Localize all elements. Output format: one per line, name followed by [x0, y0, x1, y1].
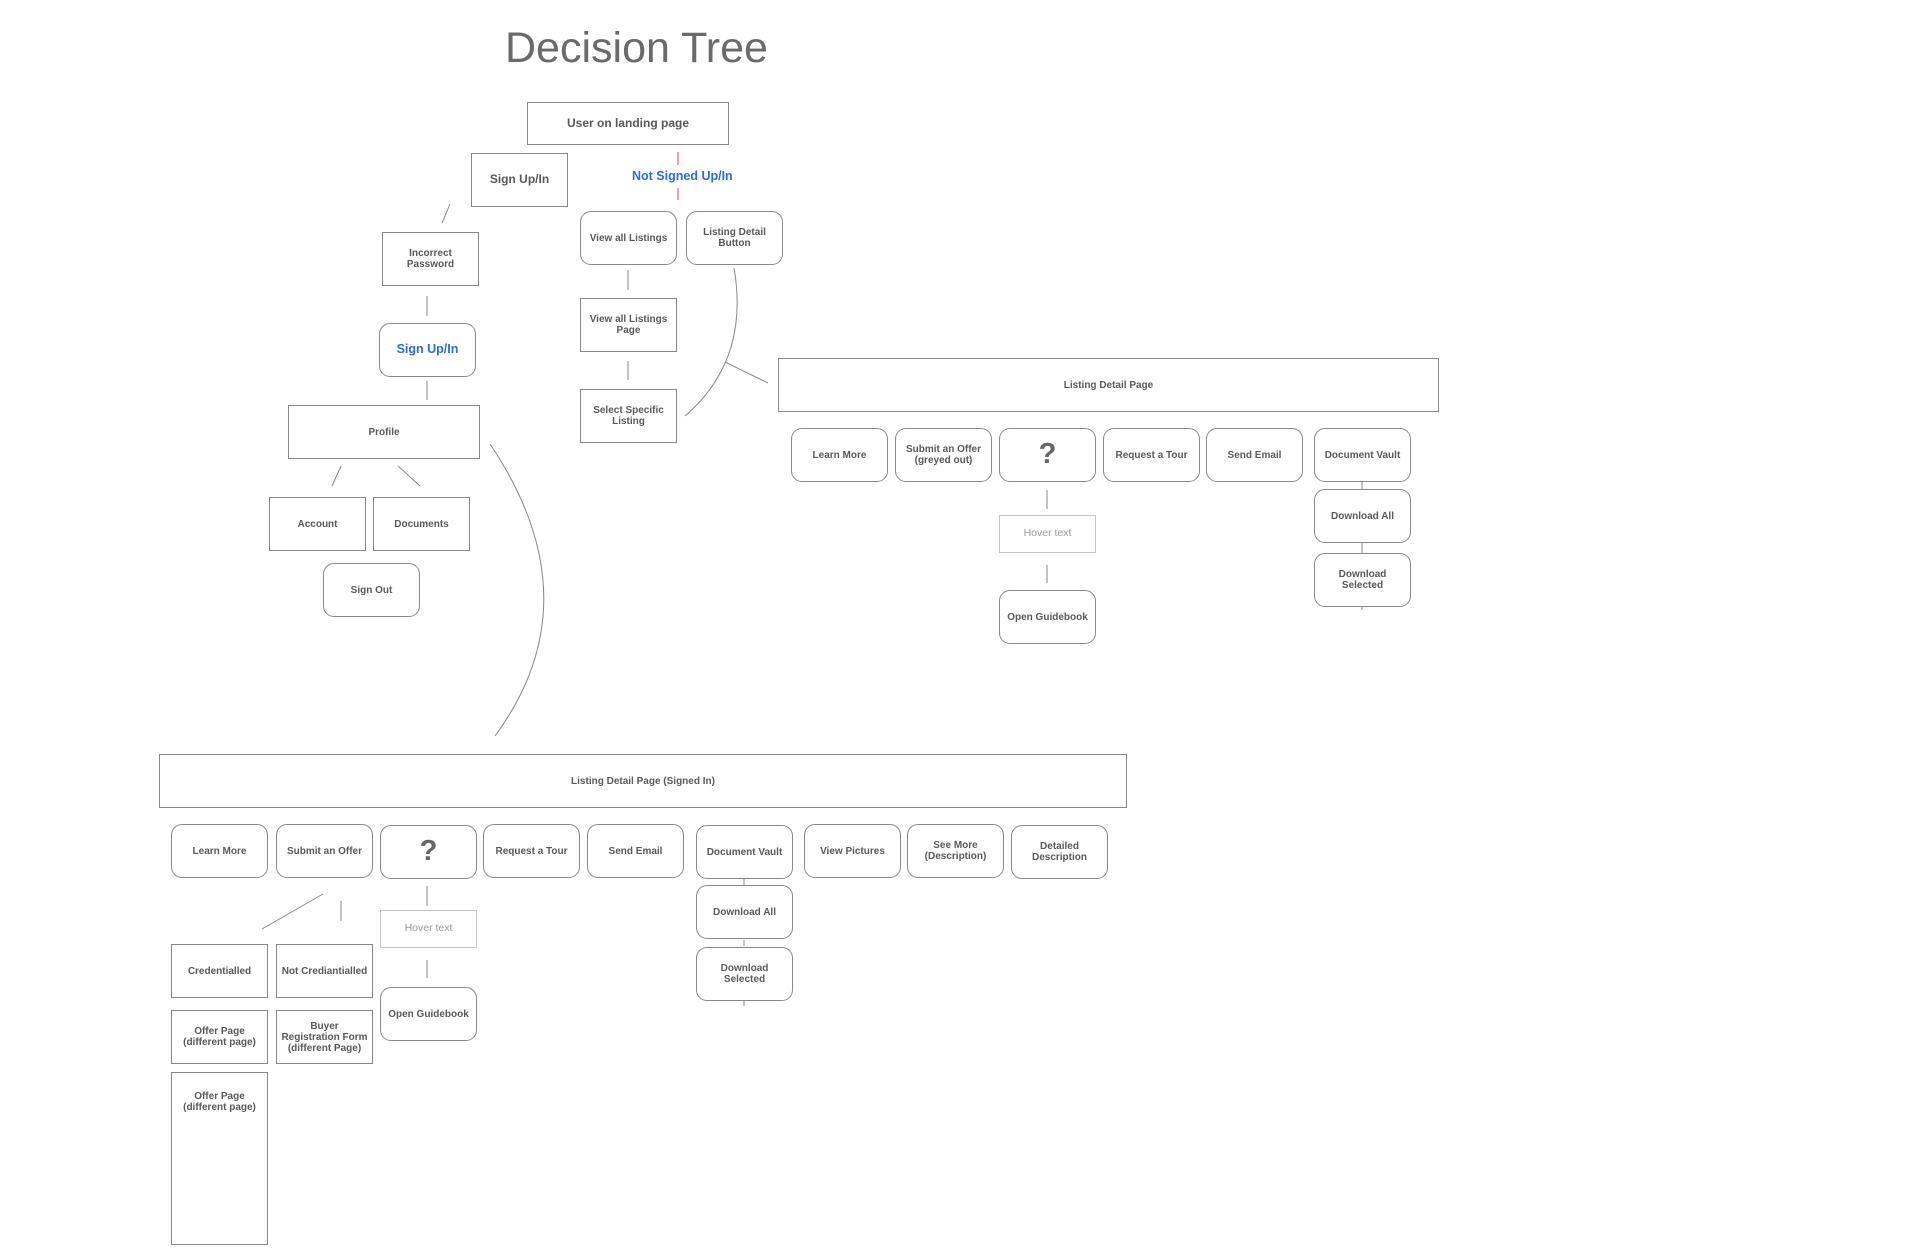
node-ld-submit-offer: Submit an Offer (greyed out) [895, 428, 992, 482]
node-sign-out: Sign Out [323, 563, 420, 617]
node-select-specific-listing: Select Specific Listing [580, 389, 677, 443]
node-si-question: ? [380, 825, 477, 879]
node-si-submit-offer: Submit an Offer [276, 824, 373, 878]
node-view-all-listings-page: View all Listings Page [580, 298, 677, 352]
node-si-request-tour: Request a Tour [483, 824, 580, 878]
node-si-learn-more: Learn More [171, 824, 268, 878]
node-view-all-listings: View all Listings [580, 211, 677, 265]
label-not-signed-up-in: Not Signed Up/In [632, 169, 733, 183]
node-si-send-email: Send Email [587, 824, 684, 878]
node-profile: Profile [288, 405, 480, 459]
node-si-hover-text: Hover text [380, 910, 477, 948]
node-ld-hover-text: Hover text [999, 515, 1096, 553]
node-si-download-selected: Download Selected [696, 947, 793, 1001]
node-ld-question: ? [999, 428, 1096, 482]
node-ld-open-guidebook: Open Guidebook [999, 590, 1096, 644]
node-user-landing: User on landing page [527, 102, 729, 145]
node-si-view-pictures: View Pictures [804, 824, 901, 878]
node-si-offer-page: Offer Page (different page) [171, 1010, 268, 1064]
node-ld-request-tour: Request a Tour [1103, 428, 1200, 482]
node-documents: Documents [373, 497, 470, 551]
node-si-not-credentialled: Not Crediantialled [276, 944, 373, 998]
node-listing-detail-page: Listing Detail Page [778, 358, 1439, 412]
node-incorrect-password: Incorrect Password [382, 232, 479, 286]
node-si-buyer-registration: Buyer Registration Form (different Page) [276, 1010, 373, 1064]
node-sign-up-in-retry: Sign Up/In [379, 323, 476, 377]
node-ld-learn-more: Learn More [791, 428, 888, 482]
node-account: Account [269, 497, 366, 551]
page-title: Decision Tree [505, 24, 768, 72]
node-ld-download-all: Download All [1314, 489, 1411, 543]
node-listing-detail-signed-in: Listing Detail Page (Signed In) [159, 754, 1127, 808]
node-si-detailed-description: Detailed Description [1011, 825, 1108, 879]
node-si-offer-page-large: Offer Page (different page) [171, 1072, 268, 1245]
node-ld-download-selected: Download Selected [1314, 553, 1411, 607]
node-ld-send-email: Send Email [1206, 428, 1303, 482]
node-si-download-all: Download All [696, 885, 793, 939]
node-ld-document-vault: Document Vault [1314, 428, 1411, 482]
node-si-see-more: See More (Description) [907, 824, 1004, 878]
node-listing-detail-button: Listing Detail Button [686, 211, 783, 265]
node-si-credentialled: Credentialled [171, 944, 268, 998]
node-si-document-vault: Document Vault [696, 825, 793, 879]
node-si-open-guidebook: Open Guidebook [380, 987, 477, 1041]
node-sign-up-in: Sign Up/In [471, 153, 568, 207]
